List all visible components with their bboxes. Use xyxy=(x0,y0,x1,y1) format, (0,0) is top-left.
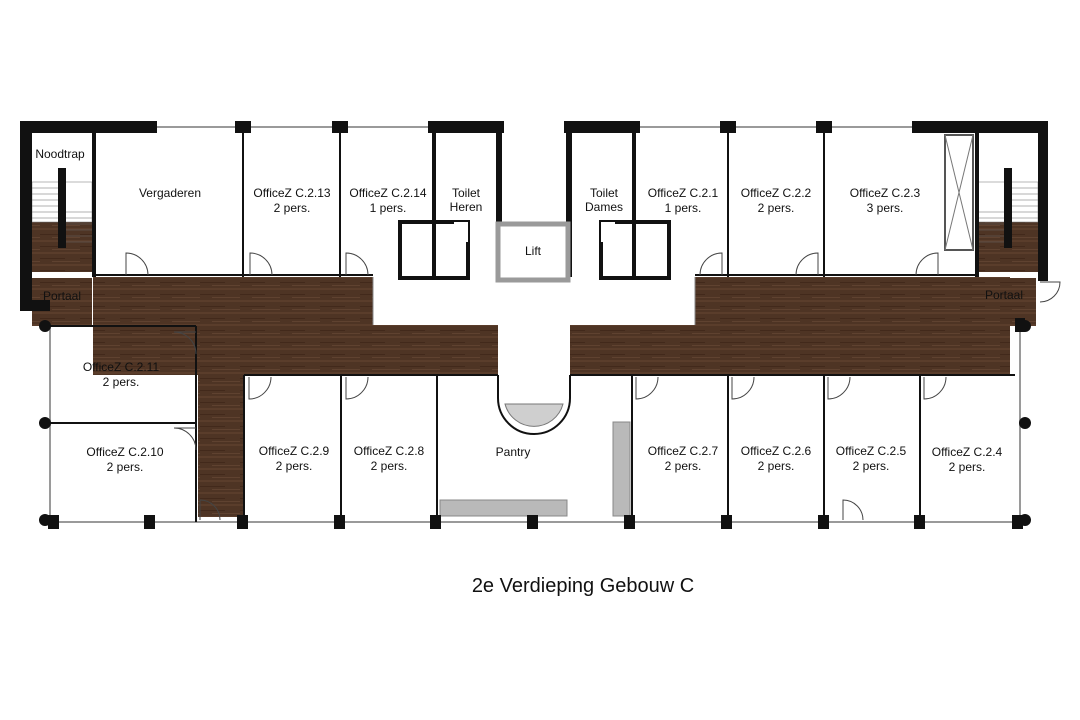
room-c22-name: OfficeZ C.2.2 xyxy=(741,186,812,200)
core-area xyxy=(373,277,695,375)
room-c28-capacity: 2 pers. xyxy=(371,459,408,473)
room-c211-name: OfficeZ C.2.11 xyxy=(83,360,160,374)
room-c23-name: OfficeZ C.2.3 xyxy=(850,186,921,200)
room-c29-name: OfficeZ C.2.9 xyxy=(259,444,330,458)
room-portaal-left-label: Portaal xyxy=(43,289,81,303)
room-c213-name: OfficeZ C.2.13 xyxy=(253,186,330,200)
room-c213-capacity: 2 pers. xyxy=(274,201,311,215)
room-portaal-right-label: Portaal xyxy=(985,288,1023,302)
room-lift-label: Lift xyxy=(525,244,542,258)
room-c24-capacity: 2 pers. xyxy=(949,460,986,474)
partitions xyxy=(50,133,1015,522)
room-pantry-label: Pantry xyxy=(496,445,531,459)
exterior-walls xyxy=(20,121,1048,523)
room-c25-capacity: 2 pers. xyxy=(853,459,890,473)
room-c21-name: OfficeZ C.2.1 xyxy=(648,186,719,200)
room-c210-capacity: 2 pers. xyxy=(107,460,144,474)
room-c24-name: OfficeZ C.2.4 xyxy=(932,445,1003,459)
room-c211-capacity: 2 pers. xyxy=(103,375,140,389)
stairs-right xyxy=(977,168,1039,248)
shaft-right xyxy=(944,134,974,251)
room-toilet-heren-sub: Heren xyxy=(450,200,483,214)
room-c28-name: OfficeZ C.2.8 xyxy=(354,444,425,458)
doors xyxy=(125,252,1061,521)
room-c22-capacity: 2 pers. xyxy=(758,201,795,215)
room-noodtrap-label: Noodtrap xyxy=(35,147,85,161)
stairs-left xyxy=(31,168,93,248)
room-c29-capacity: 2 pers. xyxy=(276,459,313,473)
room-toilet-dames-sub: Dames xyxy=(585,200,623,214)
room-c25-name: OfficeZ C.2.5 xyxy=(836,444,907,458)
room-c21-capacity: 1 pers. xyxy=(665,201,702,215)
room-c27-capacity: 2 pers. xyxy=(665,459,702,473)
room-vergaderen-label: Vergaderen xyxy=(139,186,201,200)
room-toilet-dames-name: Toilet xyxy=(590,186,619,200)
room-c26-name: OfficeZ C.2.6 xyxy=(741,444,812,458)
room-c27-name: OfficeZ C.2.7 xyxy=(648,444,719,458)
room-c23-capacity: 3 pers. xyxy=(867,201,904,215)
room-c214-capacity: 1 pers. xyxy=(370,201,407,215)
room-c26-capacity: 2 pers. xyxy=(758,459,795,473)
room-labels: Noodtrap Portaal Portaal Vergaderen Offi… xyxy=(35,147,1023,474)
pantry-furniture xyxy=(439,375,631,517)
columns xyxy=(39,318,1031,529)
room-c210-name: OfficeZ C.2.10 xyxy=(86,445,163,459)
floor-caption: 2e Verdieping Gebouw C xyxy=(472,575,694,597)
room-c214-name: OfficeZ C.2.14 xyxy=(349,186,426,200)
room-toilet-heren-name: Toilet xyxy=(452,186,481,200)
